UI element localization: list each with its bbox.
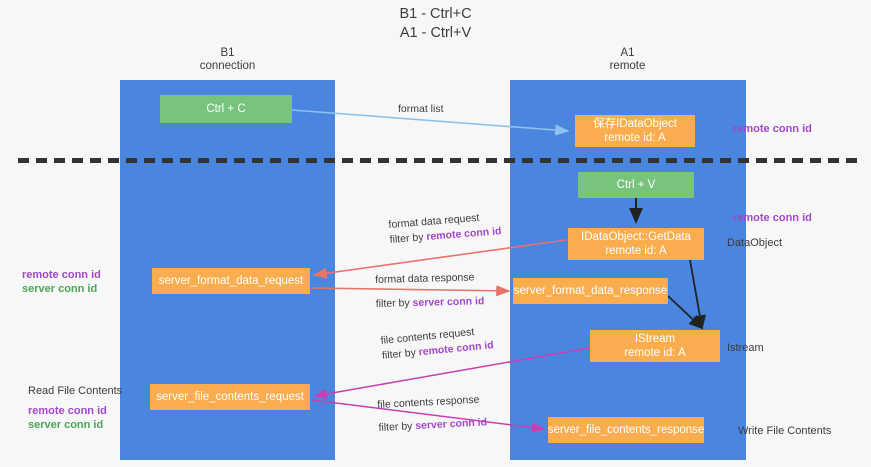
edge-label-format-list-text: format list	[398, 103, 444, 115]
edge-label-format-data-request: format data request filter by remote con…	[388, 209, 502, 248]
phase-divider	[18, 158, 863, 163]
annotation-remote-conn-id-mid-text: remote conn id	[733, 212, 812, 224]
filter-prefix: filter by	[381, 346, 420, 362]
edge-label-file-contents-request: file contents request filter by remote c…	[380, 323, 494, 364]
edge-label-format-data-response-filter: filter by server conn id	[376, 294, 485, 312]
node-save-idataobject[interactable]: 保存IDataObject remote id: A	[575, 115, 695, 147]
node-server-file-contents-response-label: server_file_contents_response	[547, 424, 705, 436]
annotation-write-file-contents-text: Write File Contents	[738, 425, 832, 437]
column-header-a1-sub: remote	[609, 60, 646, 72]
node-idataobject-getdata-label: IDataObject::GetData	[581, 231, 691, 243]
node-ctrl-v[interactable]: Ctrl + V	[578, 172, 694, 198]
filter-key-server-conn-id: server conn id	[412, 295, 485, 310]
annotation-dataobject: DataObject	[727, 236, 782, 250]
filter-key-server-conn-id: server conn id	[414, 416, 488, 433]
annotation-dataobject-text: DataObject	[727, 237, 783, 249]
node-ctrl-c-label: Ctrl + C	[206, 103, 246, 115]
column-header-b1-name: B1	[220, 47, 235, 59]
filter-prefix: filter by	[389, 231, 427, 246]
node-server-format-data-response[interactable]: server_format_data_response	[513, 278, 668, 304]
annotation-left-conn-ids: remote conn id server conn id	[22, 268, 101, 296]
column-header-a1-name: A1	[620, 47, 635, 59]
node-ctrl-v-label: Ctrl + V	[616, 179, 656, 191]
node-save-idataobject-sub: remote id: A	[604, 132, 666, 144]
node-idataobject-getdata[interactable]: IDataObject::GetData remote id: A	[568, 228, 704, 260]
edge-label-format-list: format list	[398, 102, 444, 117]
annotation-remote-conn-id-top: remote conn id	[733, 122, 812, 136]
annotation-left-remote-conn-id: remote conn id	[22, 269, 101, 281]
title-line-2: A1 - Ctrl+V	[399, 25, 472, 41]
column-header-b1: B1 connection	[145, 47, 310, 73]
filter-prefix: filter by	[375, 297, 413, 310]
edge-label-format-data-response: format data response filter by server co…	[375, 270, 485, 312]
annotation-left-file-remote-conn-id: remote conn id	[28, 405, 107, 417]
annotation-remote-conn-id-mid: remote conn id	[733, 211, 812, 225]
annotation-istream: Istream	[727, 341, 764, 355]
node-server-file-contents-request-label: server_file_contents_request	[156, 391, 304, 403]
column-header-a1: A1 remote	[540, 47, 715, 73]
annotation-istream-text: Istream	[727, 342, 764, 354]
annotation-write-file-contents: Write File Contents	[738, 424, 831, 438]
column-header-b1-sub: connection	[199, 60, 256, 72]
node-server-file-contents-request[interactable]: server_file_contents_request	[150, 384, 310, 410]
node-ctrl-c[interactable]: Ctrl + C	[160, 95, 292, 123]
annotation-left-server-conn-id: server conn id	[22, 283, 98, 295]
edge-label-file-contents-response: file contents response filter by server …	[377, 392, 487, 436]
annotation-remote-conn-id-top-text: remote conn id	[733, 123, 812, 135]
annotation-read-file-contents-group: Read File Contents remote conn id server…	[28, 384, 122, 432]
title-line-1: B1 - Ctrl+C	[399, 6, 472, 22]
node-server-file-contents-response[interactable]: server_file_contents_response	[548, 417, 704, 443]
node-save-idataobject-label: 保存IDataObject	[593, 118, 677, 130]
node-server-format-data-request-label: server_format_data_request	[158, 275, 304, 287]
annotation-read-file-contents-text: Read File Contents	[28, 385, 123, 397]
node-istream-label: IStream	[634, 333, 676, 345]
node-server-format-data-request[interactable]: server_format_data_request	[152, 268, 310, 294]
page-title: B1 - Ctrl+C A1 - Ctrl+V	[0, 5, 871, 43]
annotation-left-file-server-conn-id: server conn id	[28, 419, 104, 431]
node-istream-sub: remote id: A	[624, 347, 686, 359]
edge-label-format-data-response-line1: format data response	[375, 271, 475, 286]
node-idataobject-getdata-sub: remote id: A	[605, 245, 667, 257]
node-istream[interactable]: IStream remote id: A	[590, 330, 720, 362]
filter-prefix: filter by	[378, 420, 416, 434]
node-server-format-data-response-label: server_format_data_response	[513, 285, 668, 297]
